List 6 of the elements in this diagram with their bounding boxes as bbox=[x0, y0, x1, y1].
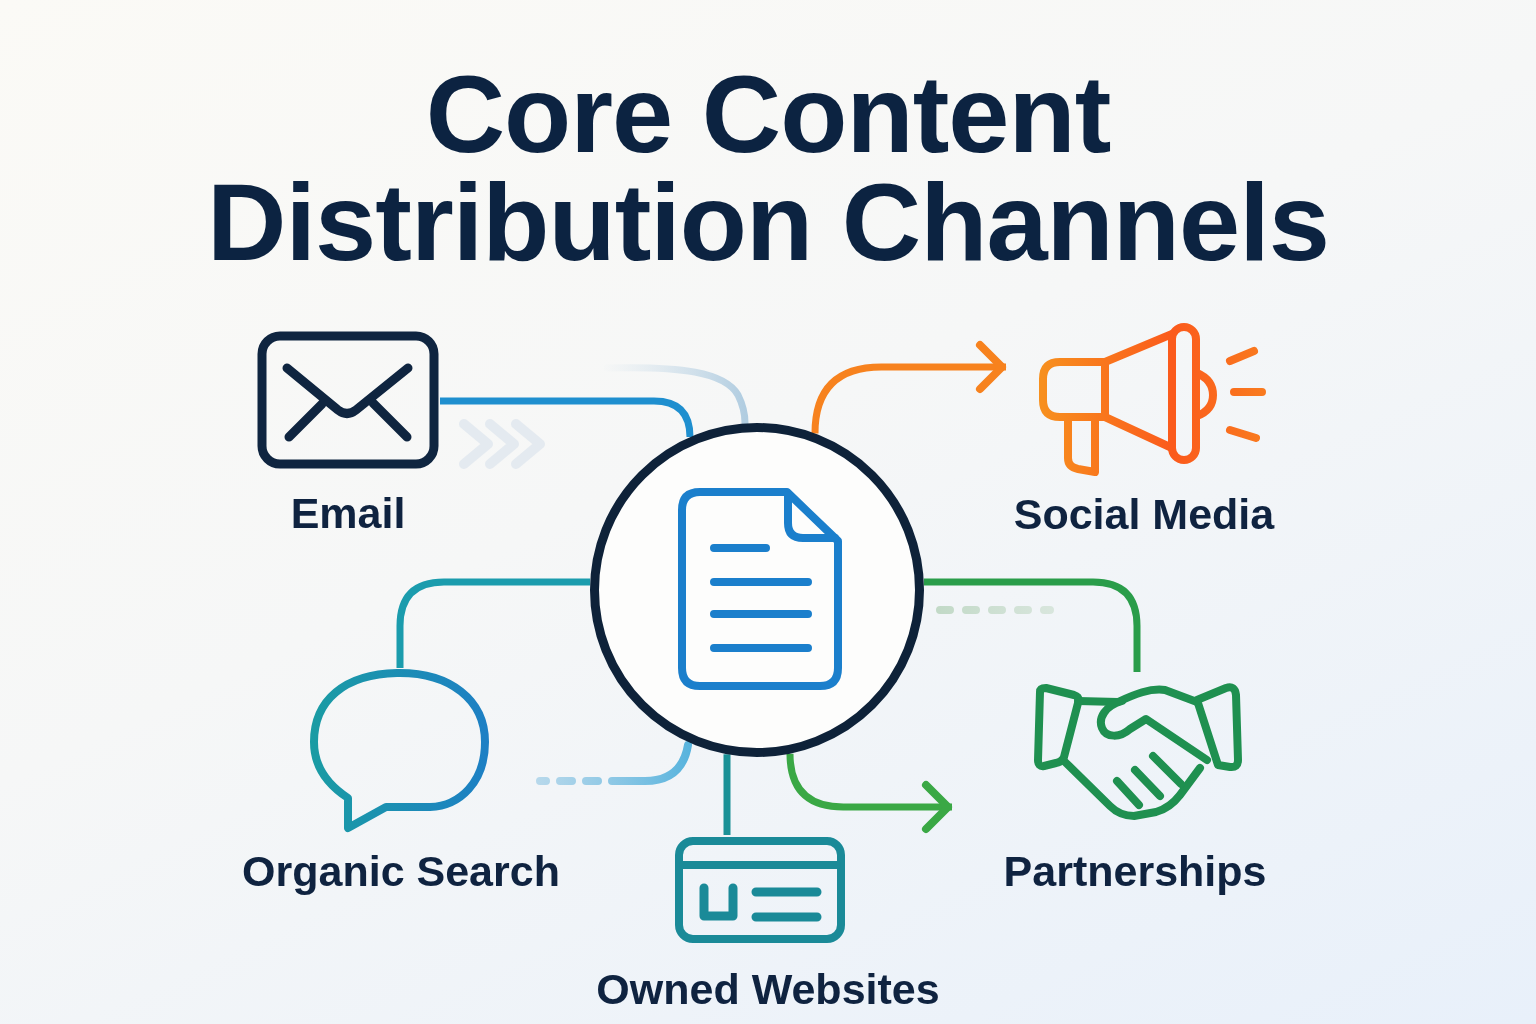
channel-label: Owned Websites bbox=[596, 964, 940, 1014]
channel-label: Email bbox=[290, 488, 406, 538]
channel-label: Partnerships bbox=[1003, 846, 1267, 896]
channel-label: Social Media bbox=[1013, 489, 1275, 539]
channel-label: Organic Search bbox=[242, 846, 560, 896]
diagram-title: Core Content Distribution Channels bbox=[206, 60, 1330, 276]
